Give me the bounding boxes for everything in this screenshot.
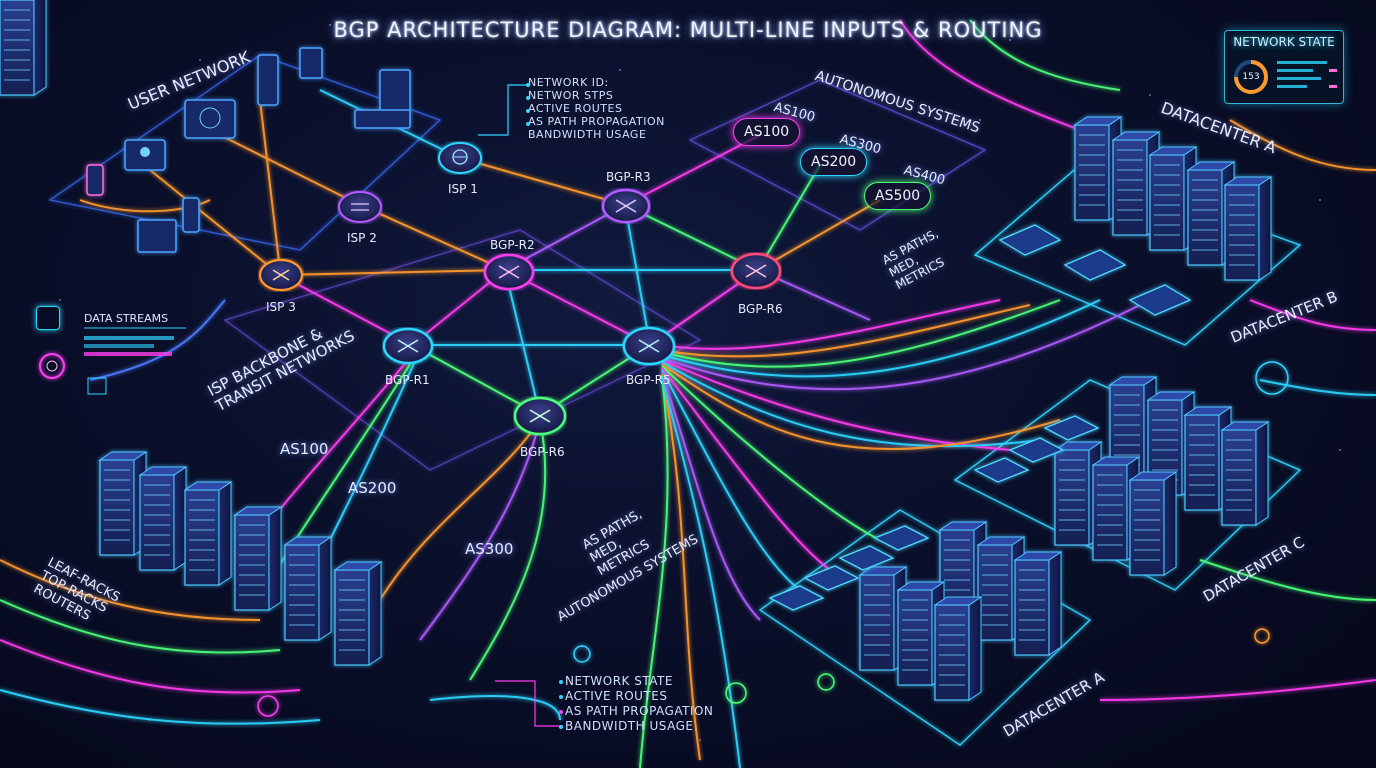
top-note: BANDWIDTH USAGE: [528, 128, 647, 141]
router-icon: [438, 142, 482, 174]
as300-left: AS300: [465, 540, 514, 558]
bottom-notes-bracket: [495, 680, 563, 729]
top-note: ACTIVE ROUTES: [528, 102, 623, 115]
shield-icon: [36, 306, 60, 330]
decor-icons: [257, 361, 1289, 717]
switches: [768, 224, 1192, 611]
bottom-note: ACTIVE ROUTES: [565, 689, 668, 703]
bgp-r2-router[interactable]: [483, 253, 535, 291]
gauge-arc: [1234, 60, 1268, 94]
top-note: NETWORK ID:: [528, 76, 609, 89]
as100-left: AS100: [280, 440, 329, 458]
as200-pill: AS200: [800, 148, 868, 176]
bottom-notes: NETWORK STATE ACTIVE ROUTES AS PATH PROP…: [565, 674, 713, 734]
bottom-note: BANDWIDTH USAGE: [565, 719, 694, 733]
bgp-r6-bottom-label: BGP-R6: [520, 445, 565, 459]
top-note: NETWOR STPS: [528, 89, 614, 102]
router-icon: [382, 327, 434, 365]
data-streams-panel[interactable]: DATA STREAMS: [36, 306, 196, 396]
isp1-label: ISP 1: [448, 182, 478, 196]
top-notes: NETWORK ID: NETWOR STPS ACTIVE ROUTES AS…: [528, 76, 665, 141]
isp3-label: ISP 3: [266, 300, 296, 314]
user-devices: [86, 47, 411, 253]
bgp-r3-label: BGP-R3: [606, 170, 651, 184]
bgp-r6-right-label: BGP-R6: [738, 302, 783, 316]
gauge-value: 153: [1242, 72, 1260, 82]
router-icon: [622, 326, 676, 366]
router-icon: [258, 258, 304, 292]
top-notes-bracket: [478, 83, 530, 136]
data-streams-bars: [39, 327, 186, 395]
router-icon: [483, 253, 535, 291]
bottom-note: AS PATH PROPAGATION: [565, 704, 714, 718]
isp3-router[interactable]: [258, 258, 304, 292]
router-icon: [730, 252, 782, 290]
network-state-title: NETWORK STATE: [1233, 35, 1335, 49]
bgp-r1-label: BGP-R1: [385, 373, 430, 387]
router-icon: [513, 396, 567, 436]
bottom-note: NETWORK STATE: [565, 674, 673, 688]
bgp-r2-label: BGP-R2: [490, 238, 535, 252]
bgp-r6-bottom-router[interactable]: [513, 396, 567, 436]
datacenter-a-top-racks: [0, 0, 47, 96]
diagram-title: BGP ARCHITECTURE DIAGRAM: MULTI-LINE INP…: [333, 18, 1043, 42]
bgp-r5-router[interactable]: [622, 326, 676, 366]
router-icon: [601, 188, 651, 224]
as100-pill: AS100: [733, 118, 801, 146]
as500-pill: AS500: [864, 182, 932, 210]
network-state-panel[interactable]: NETWORK STATE 153: [1224, 30, 1344, 104]
network-state-widgets: [1234, 60, 1337, 94]
isp2-router[interactable]: [337, 190, 383, 224]
bgp-r5-label: BGP-R5: [626, 373, 671, 387]
data-streams-title: DATA STREAMS: [84, 312, 169, 325]
bgp-r1-router[interactable]: [382, 327, 434, 365]
bgp-r6-right-router[interactable]: [730, 252, 782, 290]
top-note: AS PATH PROPAGATION: [528, 115, 665, 128]
as200-left: AS200: [348, 479, 397, 497]
bgp-r3-router[interactable]: [601, 188, 651, 224]
router-icon: [338, 191, 382, 223]
isp2-label: ISP 2: [347, 231, 377, 245]
isp1-router[interactable]: [437, 141, 483, 175]
